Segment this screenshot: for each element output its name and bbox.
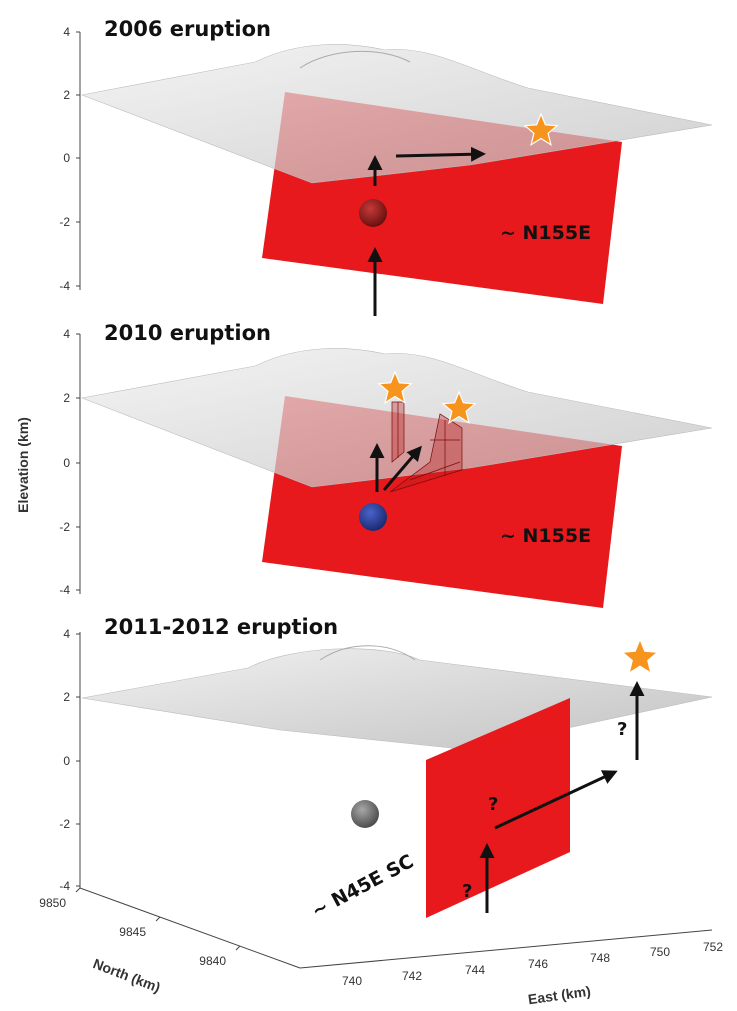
magma-source-2012 [351, 800, 379, 828]
vent-star-2006 [523, 112, 559, 146]
elev-tick: -4 [59, 879, 70, 893]
east-tick: 748 [590, 951, 610, 965]
lateral-arrow-2006 [395, 146, 486, 162]
panel-2011-2012: 2011-2012 eruption 4 2 0 -2 -4 9850 9845… [39, 615, 723, 1007]
elevation-ticks-3: 4 2 0 -2 -4 [59, 627, 80, 893]
elev-tick: 0 [63, 456, 70, 470]
strike-label-2010: ~ N155E [500, 525, 591, 547]
elev-tick: 2 [63, 391, 70, 405]
question-mark-upper: ? [617, 719, 627, 740]
east-tick: 746 [528, 957, 548, 971]
north-axis-label: North (km) [91, 955, 163, 995]
elev-tick: 4 [63, 25, 70, 39]
panel-title-2006: 2006 eruption [104, 17, 271, 41]
elev-tick: 4 [63, 327, 70, 341]
oblique-arrow-2010 [382, 445, 422, 491]
magma-source-2006 [359, 199, 387, 227]
elev-tick: 2 [63, 88, 70, 102]
magma-source-2010 [359, 503, 387, 531]
elevation-ticks-2: 4 2 0 -2 -4 [59, 327, 80, 597]
elev-tick: 0 [63, 151, 70, 165]
dike-upper-2012 [426, 698, 570, 760]
elev-tick: 4 [63, 627, 70, 641]
elev-tick: 0 [63, 754, 70, 768]
elev-tick: -2 [59, 817, 70, 831]
question-mark-lower: ? [462, 881, 472, 902]
elev-tick: 2 [63, 690, 70, 704]
topography-surface-2010 [80, 348, 713, 488]
elev-tick: -4 [59, 583, 70, 597]
panel-2006: 2006 eruption 4 2 0 -2 -4 ~ N155E [59, 17, 713, 316]
elev-tick: -2 [59, 215, 70, 229]
north-tick: 9850 [39, 896, 66, 910]
east-tick: 742 [402, 969, 422, 983]
east-tick: 752 [703, 940, 723, 954]
question-mark-middle: ? [488, 794, 498, 815]
vent-star-2010-a [377, 370, 413, 404]
elevation-axis-label: Elevation (km) [15, 417, 31, 513]
east-axis-label: East (km) [527, 983, 592, 1008]
elevation-ticks-1: 4 2 0 -2 -4 [59, 25, 80, 293]
panel-title-2010: 2010 eruption [104, 321, 271, 345]
oblique-arrow-2012 [494, 770, 618, 830]
north-tick: 9845 [119, 925, 146, 939]
box-edges [79, 632, 713, 969]
east-ticks: 740 742 744 746 748 750 752 [342, 940, 723, 988]
vent-star-2012 [624, 641, 656, 672]
east-tick: 750 [650, 945, 670, 959]
elev-tick: -4 [59, 279, 70, 293]
north-ticks: 9850 9845 9840 [39, 887, 241, 968]
east-tick: 740 [342, 974, 362, 988]
strike-label-2006: ~ N155E [500, 222, 591, 244]
volcano-summit-2012 [319, 645, 416, 661]
strike-label-2012: ~ N45E SC [308, 850, 417, 922]
volcano-summit-2006 [299, 50, 411, 69]
north-tick: 9840 [199, 954, 226, 968]
panel-title-2011-2012: 2011-2012 eruption [104, 615, 338, 639]
dike-plane-2012 [426, 698, 570, 918]
vent-star-2010-b [441, 390, 477, 424]
panel-2010: 2010 eruption 4 2 0 -2 -4 Elevation (km) [15, 321, 713, 608]
east-tick: 744 [465, 963, 485, 977]
elev-tick: -2 [59, 520, 70, 534]
topography-surface-2006 [80, 44, 713, 184]
